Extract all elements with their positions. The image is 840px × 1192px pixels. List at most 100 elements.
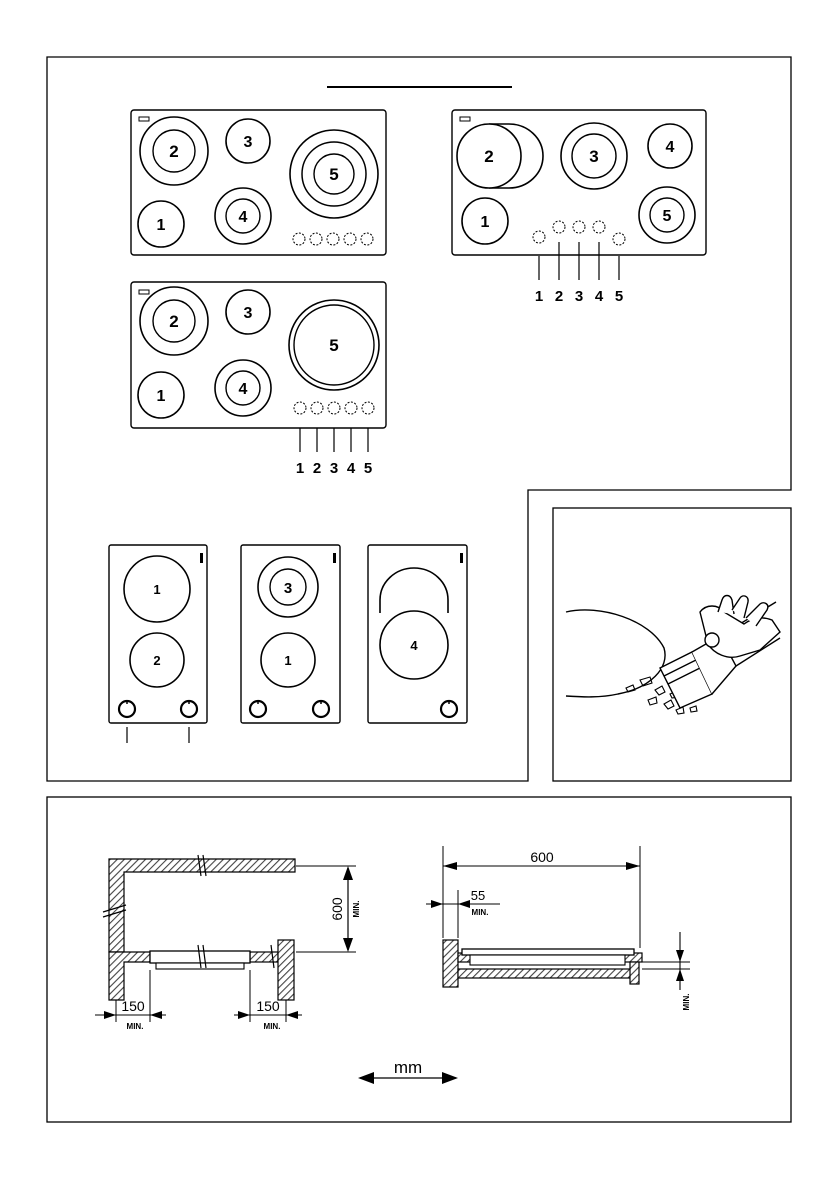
zone-3-label: 3	[589, 147, 598, 166]
zone-5: 5	[290, 130, 378, 218]
hob-box	[470, 955, 625, 965]
zone-4-label: 4	[239, 209, 248, 226]
side-right-value: 150	[256, 998, 280, 1014]
hob-top-right: 2 3 4 1 5	[452, 110, 706, 305]
zone-5: 5	[639, 187, 695, 243]
indicator-light	[139, 117, 149, 121]
side-wall-right	[278, 940, 294, 1000]
indicator-light	[333, 553, 336, 563]
zone-4-label: 4	[239, 381, 248, 398]
scraper-cleaning-illustration	[566, 596, 780, 715]
installation-cutout-right: 600 55 MIN. MIN.	[426, 846, 691, 1010]
zone-3: 3	[226, 290, 270, 334]
zone-3: 3	[226, 119, 270, 163]
wall-cabinet-section	[109, 859, 295, 952]
side-right-min-note: MIN.	[264, 1022, 281, 1031]
zone-4: 4	[215, 188, 271, 244]
side-left-value: 150	[121, 998, 145, 1014]
knob-right	[313, 701, 329, 717]
zone-5: 5	[289, 300, 379, 390]
zone-4-label: 4	[666, 139, 675, 156]
hob-middle: 2 3 1 4 5	[131, 282, 386, 477]
zone-2: 2	[140, 117, 208, 185]
zone-2-label: 2	[484, 147, 493, 166]
control-knobs	[533, 221, 625, 245]
zone-1: 1	[462, 198, 508, 244]
indicator-light	[460, 553, 463, 563]
zone-5-label: 5	[329, 336, 338, 355]
knob-leader-lines	[539, 242, 619, 280]
countertop-bottom	[458, 969, 638, 978]
countertop-left-section	[109, 952, 150, 1000]
hob-profile	[462, 949, 634, 955]
zone-1-label: 1	[157, 217, 166, 234]
indicator-light	[200, 553, 203, 563]
zone-1: 1	[138, 201, 184, 247]
hand-icon	[700, 596, 780, 658]
knob-right	[181, 701, 197, 717]
zone-5-label: 5	[663, 208, 672, 225]
zone-1-label: 1	[153, 582, 160, 597]
height-value: 600	[329, 897, 345, 921]
front-edge-section	[630, 962, 639, 984]
control-knobs	[294, 402, 374, 414]
domino-hob-c: 4	[368, 545, 467, 723]
zone-4: 4	[648, 124, 692, 168]
zone-5-label: 5	[329, 165, 338, 184]
side-left-min-note: MIN.	[127, 1022, 144, 1031]
knob-label-2: 2	[555, 288, 563, 305]
back-wall-section	[443, 940, 458, 987]
zone-2: 2	[130, 633, 184, 687]
width-value: 600	[530, 849, 554, 865]
arrow-down	[343, 938, 353, 952]
back-value: 55	[471, 888, 485, 903]
hob-top-left: 2 3 1 4 5	[131, 110, 386, 255]
zone-2-label: 2	[169, 142, 178, 161]
knob-label-3: 3	[575, 288, 583, 305]
zone-3-label: 3	[244, 305, 253, 322]
zone-3: 3	[561, 123, 627, 189]
zone-1: 1	[124, 556, 190, 622]
zone-2-label: 2	[153, 653, 160, 668]
knob	[441, 701, 457, 717]
indicator-light	[460, 117, 470, 121]
zone-1: 1	[261, 633, 315, 687]
zone-3: 3	[258, 557, 318, 617]
arrow-right-icon	[442, 1072, 458, 1084]
knob-label-2: 2	[313, 460, 321, 477]
knob-label-1: 1	[535, 288, 543, 305]
zone-3-label: 3	[244, 134, 253, 151]
zone-2-label: 2	[169, 312, 178, 331]
zone-1-label: 1	[284, 653, 291, 668]
knob-left	[250, 701, 266, 717]
knob-label-3: 3	[330, 460, 338, 477]
knob-label-4: 4	[347, 460, 356, 477]
back-min-note: MIN.	[472, 908, 489, 917]
zone-2: 2	[140, 287, 208, 355]
zone-1-label: 1	[481, 214, 490, 231]
knob-label-5: 5	[615, 288, 623, 305]
zone-2-oval: 2	[457, 124, 543, 188]
domino-hob-a: 1 2	[109, 545, 207, 743]
zone-4-oval: 4	[380, 568, 448, 679]
domino-hob-b: 3 1	[241, 545, 340, 723]
arrow-left-icon	[358, 1072, 374, 1084]
zone-1-label: 1	[157, 388, 166, 405]
arrow-up	[343, 866, 353, 880]
zone-4-label: 4	[410, 638, 418, 653]
height-min-note: MIN.	[352, 901, 361, 918]
unit-indicator: mm	[358, 1058, 458, 1084]
zone-3-label: 3	[284, 580, 292, 597]
gap-min-note: MIN.	[682, 994, 691, 1011]
knob-label-4: 4	[595, 288, 604, 305]
indicator-light	[139, 290, 149, 294]
unit-label: mm	[394, 1058, 422, 1077]
countertop-right-section	[250, 952, 278, 962]
zone-4: 4	[215, 360, 271, 416]
installation-cutout-left: 600 MIN. 150 MIN. 150 MIN.	[95, 855, 361, 1031]
knob-label-5: 5	[364, 460, 372, 477]
zone-1: 1	[138, 372, 184, 418]
control-knobs	[293, 233, 373, 245]
knob-leader-lines	[300, 428, 368, 452]
